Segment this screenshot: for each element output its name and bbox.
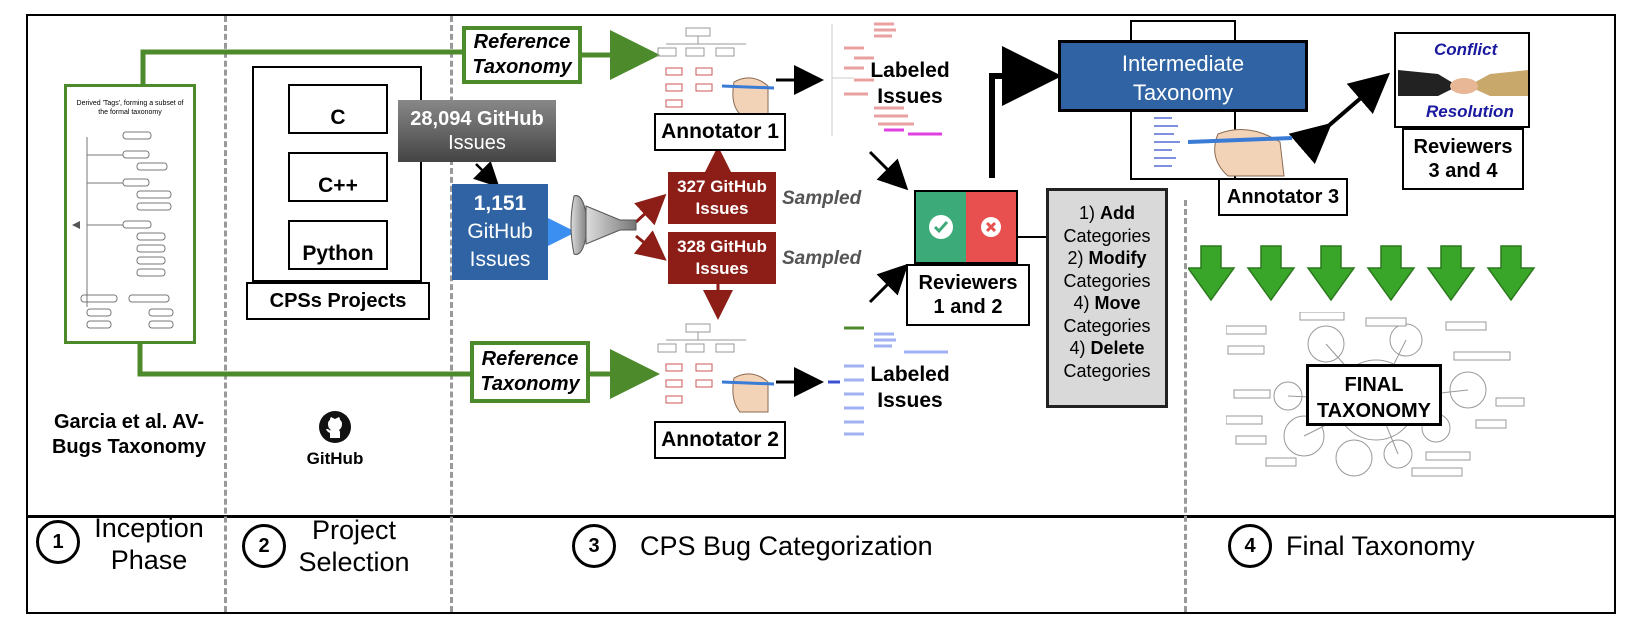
phase-2-label: Project Selection [290,514,418,578]
filtered-issues-box: 1,151 GitHub Issues [452,184,548,280]
reject-panel [966,192,1016,262]
conflict-resolution-image: Conflict Resolution [1394,32,1530,128]
phase-2-badge: 2 [242,524,286,568]
action-modify-noun: Categories [1063,270,1151,291]
github-logo-text: GitHub [306,449,364,468]
github-octocat-icon [319,411,351,443]
reviewers-image [914,190,1018,264]
final-taxonomy-box: FINAL TAXONOMY [1306,364,1442,426]
phase-1-badge: 1 [36,520,80,564]
intermediate-taxonomy-box: Intermediate Taxonomy [1058,40,1308,112]
tree-title: Derived 'Tags', forming a subset of the … [76,100,184,116]
reviewers-3-4-label: Reviewers 3 and 4 [1402,128,1524,190]
reviewers-1-2-line1: Reviewers [918,272,1018,294]
annotator2-label: Annotator 2 [654,421,786,459]
sample-327-label: Issues [695,199,749,218]
reviewers-1-2-line2: 1 and 2 [933,296,1003,318]
cross-icon [981,217,1001,237]
labeled-issues-2: Labeled Issues [870,363,950,412]
github-logo: GitHub [300,410,370,469]
reference-taxonomy-top: Reference Taxonomy [462,26,582,84]
final-taxonomy-line1: FINAL [1344,374,1404,396]
phase-1-line1: Inception [94,513,204,543]
tree-diagram-icon [72,131,174,329]
action-delete: 4) Delete [1069,338,1145,358]
labeled-issues-2-thumbnail [828,326,948,436]
down-arrows-row [1188,245,1536,302]
annotator2-tree-icon [657,323,775,413]
language-cpp: C++ [288,152,388,202]
total-issues-count: 28,094 GitHub [410,108,544,130]
cps-projects-title: CPSs Projects [246,282,430,320]
labeled-issues-1-thumbnail [831,22,942,136]
sample-328-label: Issues [695,259,749,278]
annotator1-tree-icon [657,27,775,115]
action-add: 1) Add [1078,203,1136,223]
intermediate-line1: Intermediate [1121,51,1245,76]
reviewers-3-4-line2: 3 and 4 [1428,160,1498,182]
filtered-issues-label-2: Issues [469,248,531,271]
intermediate-line2: Taxonomy [1132,80,1234,105]
reviewers-1-2-label: Reviewers 1 and 2 [906,264,1030,326]
sample-328-box: 328 GitHub Issues [668,232,776,284]
total-issues-box: 28,094 GitHub Issues [398,100,556,162]
action-add-noun: Categories [1063,225,1151,246]
final-taxonomy-line2: TAXONOMY [1316,400,1432,422]
resolution-text: Resolution [1426,102,1514,121]
sampled-label-2: Sampled [782,248,862,269]
annotator3-label: Annotator 3 [1218,178,1348,216]
annotator3-hand-icon [1188,129,1293,177]
phase-divider-line [26,515,1616,518]
intermediate-tree-icon [1154,117,1180,167]
phase-3-badge: 3 [572,524,616,568]
action-move-noun: Categories [1063,315,1151,336]
language-c: C [288,84,388,134]
filtered-issues-count: 1,151 [473,192,527,215]
funnel-icon [570,195,637,255]
checkmark-icon [929,215,953,239]
source-taxonomy-label: Garcia et al. AV-Bugs Taxonomy [51,411,207,458]
handshake-icon [1398,70,1528,96]
phase-separator-1 [224,16,227,612]
review-actions-box: 1) Add Categories 2) Modify Categories 4… [1046,188,1168,408]
phase-separator-3 [1184,200,1187,612]
phase-2-line1: Project [311,515,397,545]
sample-327-count: 327 GitHub [677,177,767,196]
conflict-text: Conflict [1434,40,1498,59]
phase-1-line2: Phase [110,545,188,575]
sample-328-count: 328 GitHub [677,237,767,256]
language-python: Python [288,220,388,270]
phase-3-label: CPS Bug Categorization [640,531,933,561]
action-modify: 2) Modify [1067,248,1147,268]
phase-4-badge: 4 [1228,524,1272,568]
sampled-label-1: Sampled [782,188,862,209]
phase-separator-2 [450,16,453,612]
phase-1-label: Inception Phase [84,512,214,576]
reference-taxonomy-bottom: Reference Taxonomy [470,341,590,403]
phase-4-label: Final Taxonomy [1286,531,1475,561]
approve-panel [916,192,966,262]
phase-2-line2: Selection [298,547,410,577]
action-delete-noun: Categories [1063,360,1151,381]
reviewers-3-4-line1: Reviewers [1413,136,1513,158]
action-move: 4) Move [1073,293,1141,313]
derived-tags-tree: Derived 'Tags', forming a subset of the … [64,84,196,344]
sample-327-box: 327 GitHub Issues [668,172,776,224]
total-issues-label: Issues [448,132,506,154]
annotator1-label: Annotator 1 [654,113,786,151]
filtered-issues-label-1: GitHub [467,220,533,243]
labeled-issues-1: Labeled Issues [870,59,950,108]
diagram-frame [26,14,1616,614]
